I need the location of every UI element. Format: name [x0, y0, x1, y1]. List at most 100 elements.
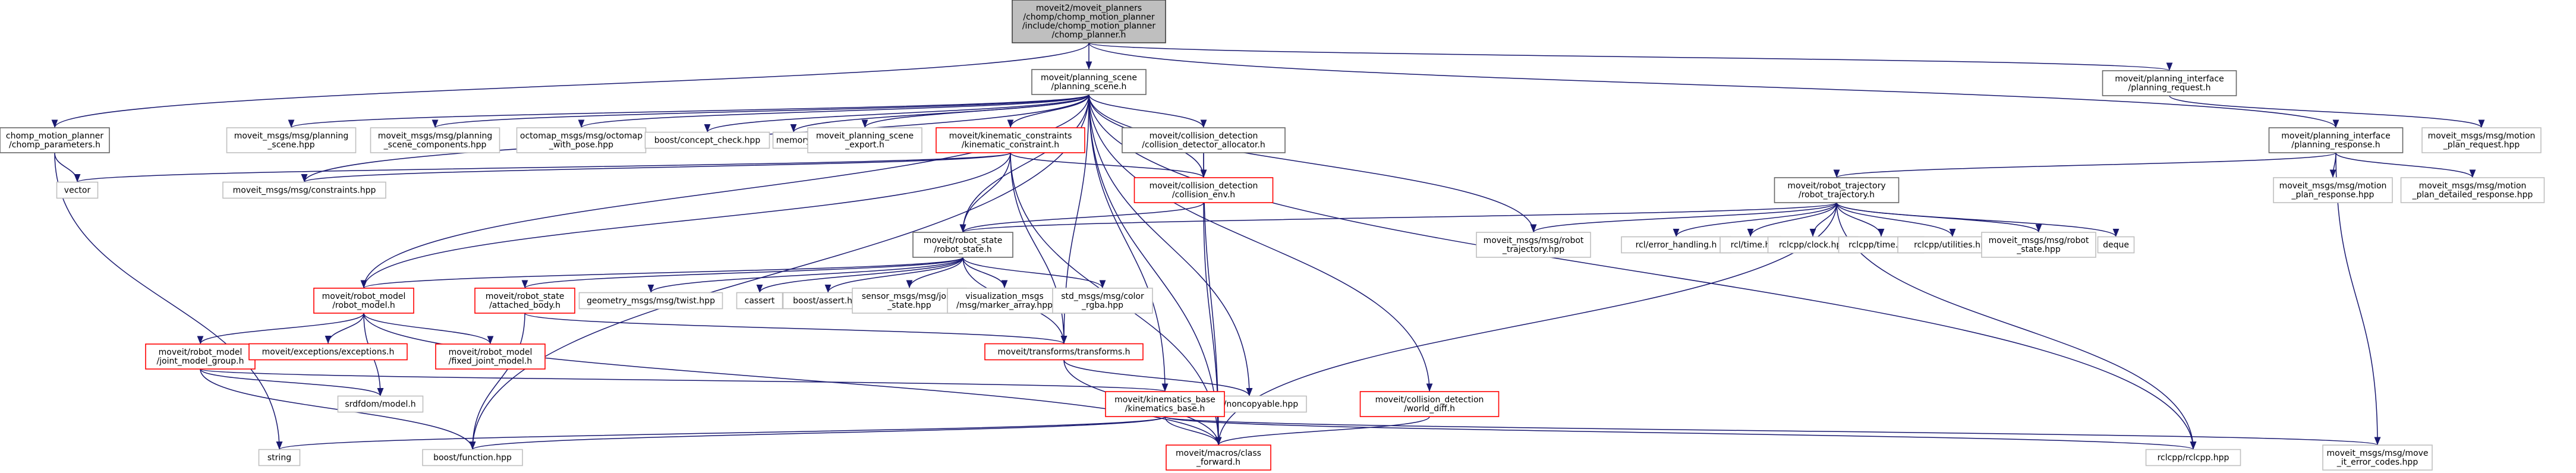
node-robot-model[interactable]: moveit/robot_model/robot_model.h	[313, 288, 414, 314]
node-box	[248, 343, 408, 361]
node-label-line: rcl/time.h	[1731, 241, 1771, 250]
edge-world-diff-to-class-forward	[1215, 416, 1430, 446]
node-box	[936, 127, 1085, 153]
node-label-line: moveit/planning_interface	[2115, 74, 2224, 84]
edge-planning-response-to-motion-plan-response	[2329, 152, 2336, 178]
node-label-line: rclcpp/rclcpp.hpp	[2158, 453, 2229, 463]
edge-robot-state-to-color-rgba	[962, 257, 1106, 289]
node-boost-function: boost/function.hpp	[422, 449, 523, 466]
node-label-line: /chomp_planner.h	[1052, 30, 1126, 40]
edge-planning-scene-to-robot-state	[959, 94, 1089, 233]
node-kinematic-constraint[interactable]: moveit/kinematic_constraints/kinematic_c…	[936, 127, 1085, 153]
node-label-line: moveit2/moveit_planners	[1036, 4, 1142, 13]
node-collision-env[interactable]: moveit/collision_detection/collision_env…	[1133, 177, 1274, 203]
node-exceptions[interactable]: moveit/exceptions/exceptions.h	[248, 343, 408, 361]
node-label-line: _state.hpp	[887, 301, 931, 310]
node-label-line: /robot_state.h	[934, 245, 991, 254]
node-planning-scene[interactable]: moveit/planning_scene/planning_scene.h	[1031, 69, 1147, 95]
node-planning-request[interactable]: moveit/planning_interface/planning_reque…	[2102, 70, 2237, 96]
edge-root-to-chomp-parameters	[51, 42, 1089, 128]
edge-planning-scene-to-concept-check	[704, 94, 1089, 133]
node-label-line: boost/noncopyable.hpp	[1201, 400, 1298, 409]
edge-robot-state-to-marker-array	[962, 257, 1008, 289]
node-scene-export: moveit_planning_scene_export.h	[807, 127, 922, 153]
node-label-line: moveit/robot_state	[924, 236, 1003, 245]
node-msgs-planning-scene-components: moveit_msgs/msg/planning_scene_component…	[370, 127, 500, 153]
edge-joint-model-group-to-boost-function	[200, 368, 476, 450]
node-box	[2322, 444, 2433, 471]
node-box	[474, 288, 575, 314]
edge-kinematics-base-to-move-it-error-codes	[1164, 416, 2380, 446]
node-box	[2145, 449, 2241, 466]
edge-joint-model-group-to-kinematics-base	[200, 368, 1168, 392]
node-move-it-error-codes: moveit_msgs/msg/move_it_error_codes.hpp	[2322, 444, 2433, 471]
edge-attached-body-to-boost-function	[469, 313, 525, 450]
node-box	[2421, 127, 2542, 153]
edge-robot-trajectory-to-rcl-time	[1747, 202, 1837, 237]
edge-planning-scene-to-collision-detector-allocator	[1088, 94, 1207, 128]
node-robot-state-msg: moveit_msgs/msg/robot_state.hpp	[1981, 232, 2096, 258]
node-robot-state[interactable]: moveit/robot_state/robot_state.h	[912, 232, 1013, 258]
node-attached-body[interactable]: moveit/robot_state/attached_body.h	[474, 288, 575, 314]
node-label-line: _state.hpp	[2016, 245, 2061, 254]
node-label-line: moveit/kinematic_constraints	[949, 131, 1072, 141]
node-label-line: /attached_body.h	[489, 301, 560, 310]
node-world-diff[interactable]: moveit/collision_detection/world_diff.h	[1359, 391, 1500, 417]
edge-planning-request-to-motion-plan-request	[2169, 95, 2485, 128]
node-class-forward[interactable]: moveit/macros/class_forward.h	[1166, 444, 1271, 471]
edge-transforms-to-noncopyable	[1063, 360, 1253, 396]
edge-robot-model-to-joint-model-group	[197, 313, 364, 345]
node-kinematics-base[interactable]: moveit/kinematics_base/kinematics_base.h	[1105, 391, 1225, 417]
edge-robot-state-to-joint-state	[906, 257, 963, 289]
node-box	[1476, 232, 1591, 258]
node-label-line: moveit/robot_model	[322, 292, 406, 301]
edge-robot-model-to-fixed-joint-model	[363, 313, 494, 345]
node-root[interactable]: moveit2/moveit_planners/chomp/chomp_moti…	[1012, 0, 1166, 43]
node-chomp-parameters[interactable]: chomp_motion_planner/chomp_parameters.h	[0, 127, 110, 153]
node-srdfdom-model: srdfdom/model.h	[337, 395, 424, 413]
node-collision-detector-allocator[interactable]: moveit/collision_detection/collision_det…	[1122, 127, 1286, 153]
edge-planning-scene-to-robot-model	[360, 94, 1089, 289]
node-joint-model-group[interactable]: moveit/robot_model/joint_model_group.h	[145, 343, 256, 370]
node-box	[0, 127, 110, 153]
edge-chomp-parameters-to-vector	[54, 152, 81, 182]
node-label-line: moveit/robot_model	[159, 348, 243, 357]
node-box	[1166, 444, 1271, 471]
node-label-line: /planning_response.h	[2291, 140, 2380, 150]
node-vector: vector	[56, 181, 99, 199]
edge-planning-scene-to-memory	[790, 94, 1089, 133]
node-label-line: moveit/collision_detection	[1375, 395, 1484, 405]
node-label-line: deque	[2103, 241, 2129, 250]
node-box	[2268, 127, 2404, 153]
edge-planning-scene-to-msgs-planning-scene-components	[432, 94, 1089, 128]
edge-kinematics-base-to-string	[276, 416, 1166, 450]
edge-planning-response-to-move-it-error-codes	[2335, 152, 2381, 446]
node-planning-response[interactable]: moveit/planning_interface/planning_respo…	[2268, 127, 2404, 153]
node-box	[337, 395, 424, 413]
node-box	[644, 131, 770, 149]
node-robot-trajectory[interactable]: moveit/robot_trajectory/robot_trajectory…	[1774, 177, 1900, 203]
node-string: string	[258, 449, 301, 466]
edge-planning-response-to-robot-trajectory	[1834, 152, 2336, 178]
node-transforms[interactable]: moveit/transforms/transforms.h	[984, 343, 1144, 361]
edge-root-to-planning-request	[1088, 42, 2172, 71]
node-label-line: /joint_model_group.h	[157, 357, 244, 366]
node-label-line: moveit_msgs/msg/constraints.hpp	[233, 186, 376, 195]
node-box	[2273, 177, 2393, 203]
node-label-line: /msg/marker_array.hpp	[956, 301, 1053, 310]
node-label-line: moveit_msgs/msg/move	[2327, 449, 2429, 458]
node-label-line: /chomp/chomp_motion_planner	[1023, 12, 1154, 22]
node-box	[313, 288, 414, 314]
node-label-line: _trajectory.hpp	[1502, 245, 1564, 254]
edge-planning-scene-to-world-diff	[1088, 94, 1433, 392]
node-fixed-joint-model[interactable]: moveit/robot_model/fixed_joint_model.h	[435, 343, 546, 370]
edge-collision-env-to-robot-state	[959, 202, 1204, 233]
node-box	[912, 232, 1013, 258]
node-box	[2097, 236, 2135, 254]
node-label-line: _scene.hpp	[267, 140, 314, 150]
node-label-line: moveit/robot_state	[486, 292, 565, 301]
node-box	[736, 292, 783, 310]
node-label-line: _forward.h	[1196, 458, 1240, 467]
node-label-line: /planning_scene.h	[1051, 82, 1127, 92]
